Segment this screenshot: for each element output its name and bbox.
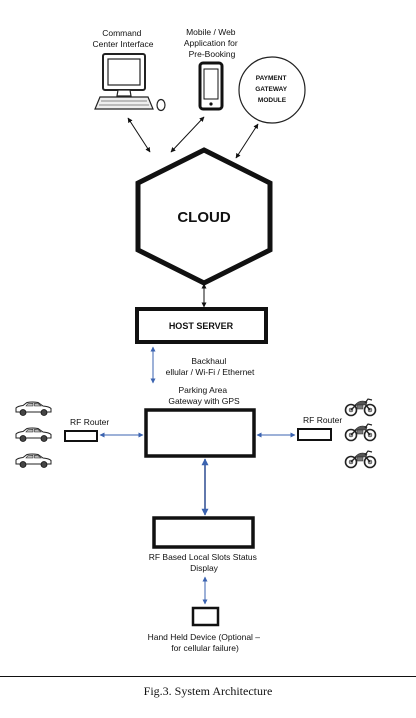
payment-gateway-circle (238, 56, 306, 124)
handheld-device-box (191, 606, 220, 627)
mobile-phone-icon (198, 61, 224, 111)
link-command-cloud (127, 117, 151, 153)
rf-router-right-box (297, 428, 332, 441)
link-payment-cloud (235, 123, 259, 159)
slots-display-box (152, 516, 255, 549)
gateway-label: Parking Area Gateway with GPS (168, 385, 240, 406)
slots-display-label: RF Based Local Slots Status Display (149, 552, 260, 573)
desktop-computer-icon (94, 53, 166, 112)
left-vehicle-group (15, 401, 52, 468)
handheld-device-label: Hand Held Device (Optional – for cellula… (148, 632, 263, 653)
rf-router-left-box (64, 430, 98, 442)
car-icon (15, 453, 52, 468)
host-server-node: HOST SERVER (135, 307, 268, 344)
right-vehicle-group (344, 398, 377, 469)
figure-caption: Fig.3. System Architecture (144, 684, 273, 698)
car-icon (15, 427, 52, 442)
host-server-box (135, 307, 268, 344)
mobile-app-node: Mobile / Web Application for Pre-Booking (184, 27, 240, 111)
gateway-box (144, 408, 256, 458)
cloud-node: CLOUD (135, 147, 273, 286)
mobile-app-label: Mobile / Web Application for Pre-Booking (184, 27, 240, 59)
host-server-label: HOST SERVER (169, 321, 234, 331)
link-mobile-cloud (170, 116, 205, 153)
car-icon (15, 401, 52, 416)
cloud-label: CLOUD (177, 209, 230, 226)
motorcycle-icon (344, 450, 377, 469)
rf-router-right-label: RF Router (303, 415, 342, 425)
payment-gateway-node: PAYMENT GATEWAY MODULE (238, 56, 306, 124)
motorcycle-icon (344, 398, 377, 417)
backhaul-label: Backhaul ellular / Wi-Fi / Ethernet (166, 356, 255, 377)
cloud-hexagon (135, 147, 273, 286)
command-center-node: Command Center Interface (93, 28, 166, 112)
command-center-label: Command Center Interface (93, 28, 154, 49)
payment-gateway-label: PAYMENT GATEWAY MODULE (255, 75, 288, 104)
rf-router-left-label: RF Router (70, 417, 109, 427)
motorcycle-icon (344, 423, 377, 442)
